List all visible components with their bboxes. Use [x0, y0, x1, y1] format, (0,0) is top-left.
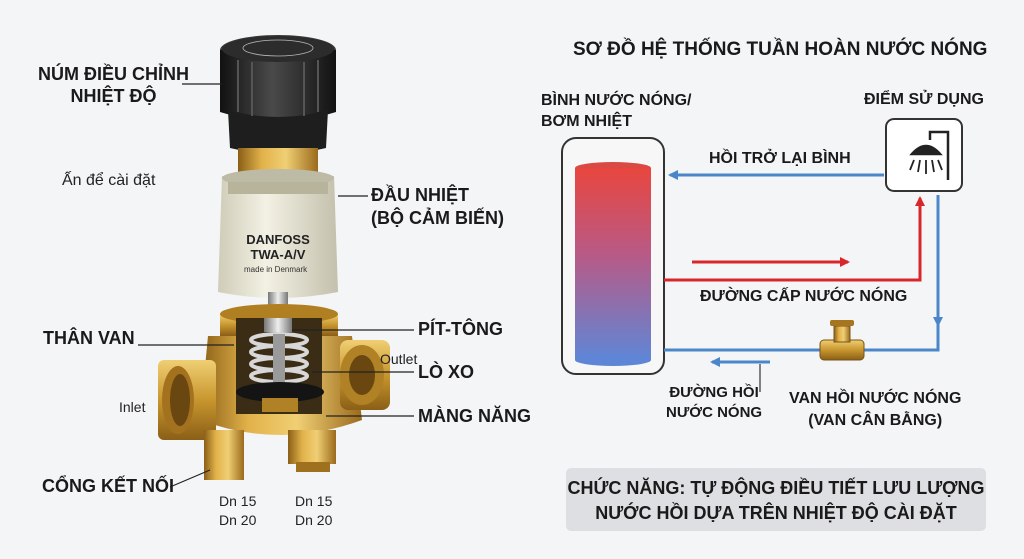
- valve-body-label: THÂN VAN: [43, 328, 135, 348]
- function-callout: CHỨC NĂNG: TỰ ĐỘNG ĐIỀU TIẾT LƯU LƯỢNG N…: [566, 468, 986, 531]
- balancing-valve-icon: [819, 320, 865, 361]
- valve-description-label: VAN HỒI NƯỚC NÓNG (VAN CÂN BẰNG): [789, 388, 961, 432]
- inlet-label: Inlet: [119, 399, 146, 415]
- temperature-knob: [220, 35, 336, 154]
- thermal-sensor-head: [218, 169, 338, 298]
- valve-cutaway: [236, 318, 324, 414]
- model-text: TWA-A/V: [250, 247, 306, 262]
- valve-illustration: [158, 35, 390, 480]
- brand-plate: DANFOSS TWA-A/V: [246, 232, 310, 262]
- dn15-right: Dn 15: [295, 493, 333, 509]
- return-to-tank-label: HỒI TRỞ LẠI BÌNH: [709, 150, 851, 167]
- piston-label: PÍT-TÔNG: [418, 319, 503, 339]
- diagram-title: SƠ ĐỒ HỆ THỐNG TUẦN HOÀN NƯỚC NÓNG: [573, 39, 988, 60]
- dn15-left: Dn 15: [219, 493, 257, 509]
- return-line-label-2: NƯỚC NÓNG: [666, 404, 763, 421]
- function-line-2: NƯỚC HỒI DỰA TRÊN NHIỆT ĐỘ CÀI ĐẶT: [595, 503, 957, 523]
- press-to-set-note: Ấn để cài đặt: [62, 172, 156, 189]
- return-line-label: ĐƯỜNG HỒI NƯỚC NÓNG: [666, 383, 762, 423]
- knob-label: NÚM ĐIỀU CHỈNH NHIỆT ĐỘ: [38, 63, 189, 107]
- dn20-right: Dn 20: [295, 512, 333, 528]
- knob-label-line-2: NHIỆT ĐỘ: [70, 86, 157, 106]
- valve-leader-lines: [138, 83, 414, 488]
- return-riser-line: [860, 195, 940, 352]
- tank-water-gradient: [575, 168, 651, 360]
- valve-label-line-1: VAN HỒI NƯỚC NÓNG: [789, 390, 962, 407]
- heater-label-line-1: BÌNH NƯỚC NÓNG/: [541, 92, 692, 109]
- shower-icon: [909, 130, 950, 180]
- point-of-use-label: ĐIỂM SỬ DỤNG: [864, 91, 984, 108]
- heater-label: BÌNH NƯỚC NÓNG/ BƠM NHIỆT: [541, 90, 691, 132]
- membrane-label: MÀNG NĂNG: [418, 406, 531, 426]
- heater-label-line-2: BƠM NHIỆT: [541, 113, 632, 130]
- sensor-label-line-2: (BỘ CẢM BIẾN): [371, 208, 504, 228]
- dn-size-left: Dn 15 Dn 20: [219, 492, 256, 530]
- membrane: [236, 382, 324, 402]
- knob-label-line-1: NÚM ĐIỀU CHỈNH: [38, 64, 189, 84]
- made-in-text: made in Denmark: [244, 265, 308, 274]
- sensor-label-line-1: ĐẦU NHIỆT: [371, 185, 469, 205]
- sensor-label: ĐẦU NHIỆT (BỘ CẢM BIẾN): [371, 184, 504, 230]
- dn-size-right: Dn 15 Dn 20: [295, 492, 332, 530]
- hot-supply-line: [664, 196, 925, 282]
- spring-label: LÒ XO: [418, 362, 475, 382]
- circulation-diagram: [561, 118, 963, 392]
- dn20-left: Dn 20: [219, 512, 257, 528]
- return-line-label-1: ĐƯỜNG HỒI: [669, 384, 759, 401]
- port-label: CỔNG KẾT NỐI: [42, 476, 175, 496]
- function-line-1: CHỨC NĂNG: TỰ ĐỘNG ĐIỀU TIẾT LƯU LƯỢNG: [567, 478, 985, 498]
- outlet-label: Outlet: [380, 351, 418, 367]
- valve-label-line-2: (VAN CÂN BẰNG): [808, 412, 943, 429]
- hot-supply-label: ĐƯỜNG CẤP NƯỚC NÓNG: [700, 288, 908, 305]
- brand-text: DANFOSS: [246, 232, 310, 247]
